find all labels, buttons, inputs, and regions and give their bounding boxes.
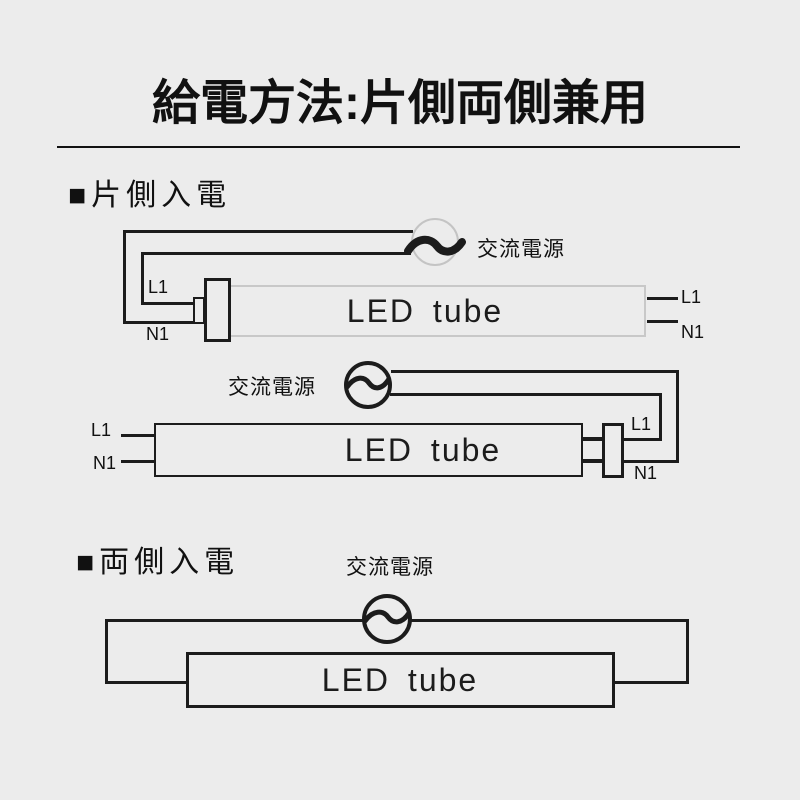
d1-wire-l1-to-pin (141, 302, 196, 305)
d1-right-l1-label: L1 (681, 287, 702, 307)
d1-left-l1-label: L1 (148, 277, 169, 297)
d2-wire-l1-top (390, 393, 662, 396)
d3-wire-right-to-tube (613, 681, 689, 684)
d1-right-n1-stub (647, 320, 678, 323)
d1-sine-wave-icon (404, 235, 466, 256)
section-header-single-side: ■片側入電 (68, 179, 232, 212)
title-divider (57, 146, 740, 148)
section-header-both-side: ■両側入電 (76, 546, 240, 579)
d2-end-cap (602, 423, 624, 478)
d2-wire-n1-riser (676, 370, 679, 463)
d2-left-n1-label: N1 (93, 453, 117, 473)
d2-sine-wave-icon (346, 375, 390, 391)
d1-wire-l1-riser (141, 252, 144, 305)
d2-left-l1-stub (121, 434, 154, 437)
d3-led-tube-label: LED tube (321, 662, 479, 698)
d2-right-n1-label: N1 (634, 463, 658, 483)
d1-left-n1-label: N1 (146, 324, 170, 344)
d2-right-l1-label: L1 (631, 414, 652, 434)
d1-wire-n1-riser (123, 230, 126, 324)
d2-pin-bar-l1 (582, 437, 603, 441)
d2-pin-bar-n1 (582, 459, 603, 463)
d1-end-cap (204, 278, 231, 342)
d2-led-tube-body (154, 423, 583, 477)
d2-ac-source-label: 交流電源 (228, 376, 316, 399)
d2-left-l1-label: L1 (91, 420, 112, 440)
d1-wire-l1-top (141, 252, 411, 255)
d1-wire-n1-top (123, 230, 413, 233)
d2-led-tube-label: LED tube (344, 432, 502, 468)
d3-wire-left-riser (105, 619, 108, 684)
d1-wire-n1-to-pin (123, 321, 196, 324)
d2-wire-n1-to-cap (623, 460, 679, 463)
d3-wire-right-riser (686, 619, 689, 684)
d2-wire-l1-to-cap (623, 438, 662, 441)
d2-wire-l1-riser (659, 393, 662, 441)
d1-right-n1-label: N1 (681, 322, 705, 342)
page-title: 給電方法:片側両側兼用 (152, 77, 648, 130)
d3-led-tube-body (186, 652, 615, 708)
d3-wire-left-to-tube (105, 681, 189, 684)
d1-led-tube-body (229, 285, 646, 337)
d1-led-tube-label: LED tube (346, 293, 504, 329)
d2-wire-n1-top (391, 370, 679, 373)
d1-ac-source-label: 交流電源 (477, 238, 565, 261)
d2-left-n1-stub (121, 460, 154, 463)
d3-ac-source-label: 交流電源 (346, 556, 434, 579)
d1-right-l1-stub (647, 297, 678, 300)
d3-sine-wave-icon (364, 609, 410, 625)
